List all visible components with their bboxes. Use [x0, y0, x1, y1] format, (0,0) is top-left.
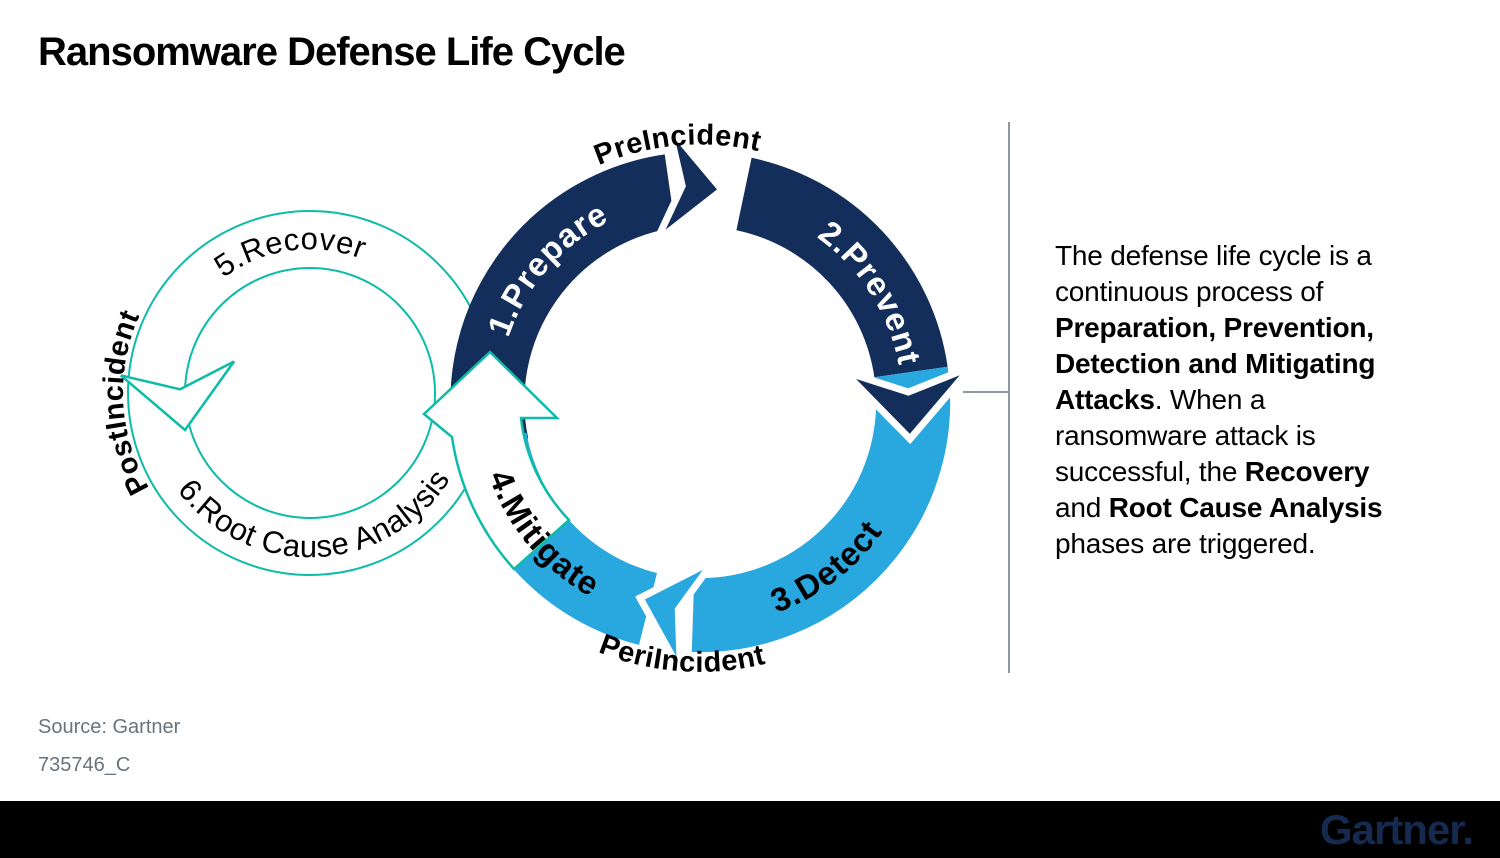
page-title: Ransomware Defense Life Cycle	[38, 30, 626, 74]
document-id: 735746_C	[38, 754, 131, 776]
detect-arrowhead-icon	[635, 556, 718, 673]
footer-bar: Gartner.	[0, 801, 1500, 858]
post-incident-ring-inner	[184, 267, 436, 519]
prevent-arrowhead-icon	[841, 363, 975, 445]
source-block: Source: Gartner 735746_C	[38, 708, 180, 784]
source-line: Source: Gartner	[38, 716, 181, 738]
post-incident-arrowhead-icon	[120, 360, 236, 432]
gartner-logo: Gartner.	[1319, 806, 1474, 853]
junction-up-arrow-icon	[422, 350, 571, 571]
prepare-arrowhead-icon	[653, 123, 728, 245]
prevent-arc-segment	[735, 157, 948, 379]
